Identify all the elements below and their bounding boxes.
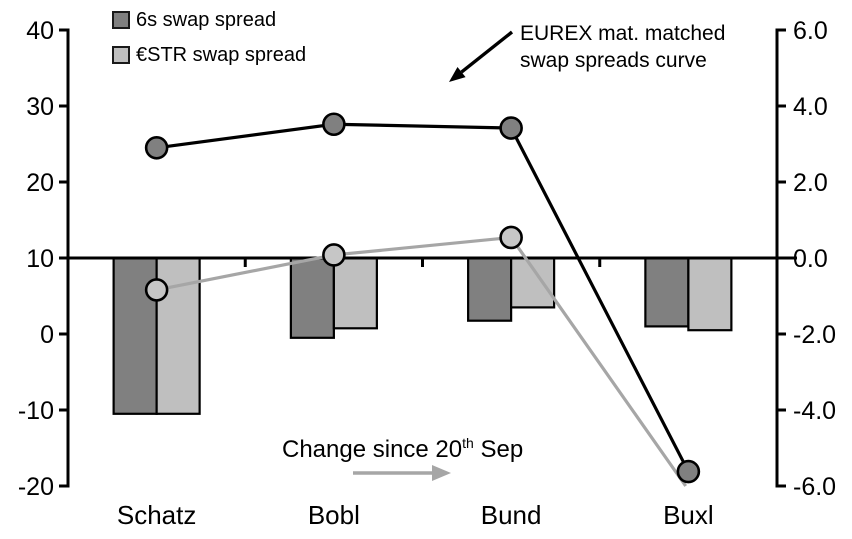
- right-axis-tick-label-6.0: 6.0: [793, 17, 828, 45]
- marker-6s-swap-spread-curve-schatz: [144, 136, 169, 160]
- legend-item-6s-swap-spread: 6s swap spread: [112, 9, 306, 31]
- left-axis-tick-label-30: 30: [26, 93, 54, 121]
- right-axis-tick-label-0.0: 0.0: [793, 245, 828, 273]
- annotation-change-superscript: th: [462, 435, 474, 451]
- left-axis-tick-label-10: 10: [26, 245, 54, 273]
- x-axis-label-bund: Bund: [481, 500, 542, 530]
- annotation-change-prefix: Change since 20: [282, 436, 463, 463]
- marker-6s-swap-spread-curve-bobl: [322, 112, 346, 137]
- x-axis-label-buxl: Buxl: [663, 500, 714, 530]
- left-axis-tick-label--20: -20: [18, 473, 54, 501]
- change-annotation-arrow-icon-head: [432, 465, 451, 481]
- marker-str-swap-spread-curve-bobl: [322, 243, 346, 267]
- annotation-change-suffix: Sep: [473, 436, 524, 463]
- left-axis-tick-label-40: 40: [26, 17, 54, 45]
- bar-6s-swap-spread-buxl: [644, 256, 690, 328]
- marker-6s-swap-spread-curve-bund: [499, 116, 523, 140]
- line-str-swap-spread-curve: [156, 235, 688, 487]
- left-axis-tick-label-20: 20: [26, 169, 54, 197]
- right-axis-tick-label--6.0: -6.0: [793, 473, 836, 501]
- bar-6s-swap-spread-bobl: [289, 256, 335, 339]
- legend-item-estr-swap-spread: €STR swap spread: [112, 44, 306, 66]
- marker-6s-swap-spread-curve-buxl: [676, 459, 701, 484]
- annotation-curve-line2: swap spreads curve: [520, 49, 707, 72]
- bar-str-swap-spread-bobl: [332, 256, 378, 330]
- right-axis-tick-label--2.0: -2.0: [793, 321, 836, 349]
- marker-str-swap-spread-curve-bund: [499, 225, 523, 250]
- right-axis-tick-label-2.0: 2.0: [793, 169, 828, 197]
- x-axis-label-schatz: Schatz: [117, 500, 197, 530]
- legend-label-estr: €STR swap spread: [136, 44, 307, 66]
- right-axis-tick-label-4.0: 4.0: [793, 93, 828, 121]
- bar-str-swap-spread-buxl: [687, 256, 733, 332]
- legend-label-6s: 6s swap spread: [136, 9, 277, 31]
- annotation-change-label: Change since 20th Sep: [282, 435, 524, 464]
- x-axis-label-bobl: Bobl: [308, 500, 360, 530]
- annotation-curve-line1: EUREX mat. matched: [520, 22, 726, 45]
- legend-swatch-estr-icon: [112, 46, 130, 64]
- curve-annotation-arrow-icon-head: [449, 66, 466, 82]
- left-axis-tick-label--10: -10: [18, 397, 54, 425]
- bar-6s-swap-spread-bund: [467, 256, 513, 322]
- right-axis-tick-label--4.0: -4.0: [793, 397, 836, 425]
- marker-str-swap-spread-curve-schatz: [144, 278, 169, 302]
- chart-legend: 6s swap spread €STR swap spread: [112, 9, 306, 79]
- annotation-curve-label: EUREX mat. matched swap spreads curve: [520, 20, 725, 74]
- legend-swatch-6s-icon: [112, 11, 130, 29]
- curve-annotation-arrow-icon-shaft: [460, 30, 514, 74]
- left-axis-tick-label-0: 0: [40, 321, 54, 349]
- line-6s-swap-spread-curve: [156, 122, 690, 473]
